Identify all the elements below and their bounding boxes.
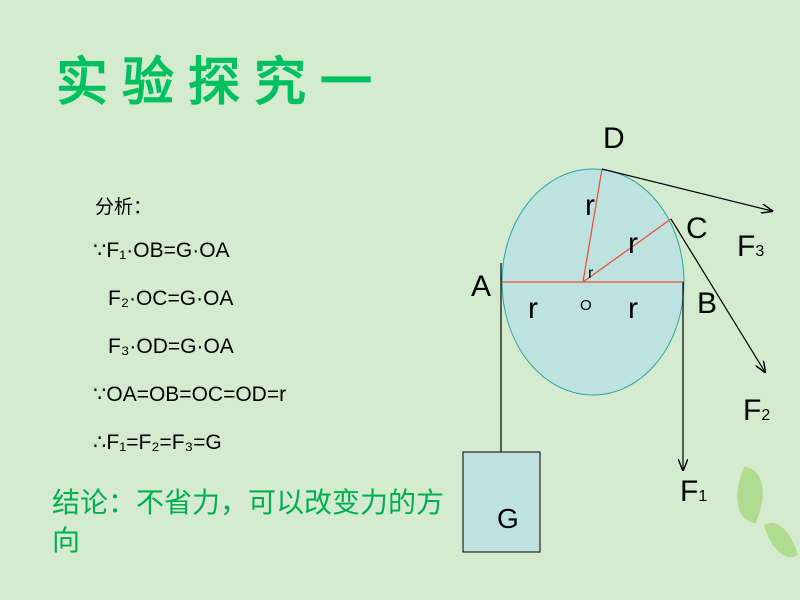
force-F1-label: F1 <box>680 475 707 508</box>
center-O: O <box>580 297 592 314</box>
analysis-line-3: F₃·OD=G·OA <box>108 335 234 358</box>
rope-F3 <box>601 168 772 211</box>
rope-F2 <box>670 218 765 372</box>
point-D: D <box>603 122 625 155</box>
radius-line-OD <box>582 168 603 283</box>
analysis-line-5: ∴F₁=F₂=F₃=G <box>93 431 222 454</box>
radius-label: r <box>588 265 594 282</box>
weight-box <box>462 451 541 553</box>
point-C: C <box>686 212 708 245</box>
slide-title: 实验探究一 <box>56 52 387 113</box>
point-A: A <box>471 270 491 303</box>
radius-label: r <box>528 292 538 325</box>
weight-label: G <box>497 503 519 534</box>
analysis-line-1: ∵F₁·OB=G·OA <box>93 239 230 262</box>
radius-label: r <box>585 189 595 222</box>
radius-line-OC <box>582 218 672 283</box>
point-B: B <box>697 287 717 320</box>
analysis-line-4: ∵OA=OB=OC=OD=r <box>93 383 287 406</box>
force-F2-label: F2 <box>743 394 770 427</box>
radius-label: r <box>628 292 638 325</box>
analysis-heading: 分析： <box>95 196 153 218</box>
conclusion-text: 结论：不省力，可以改变力的方向 <box>52 486 445 557</box>
radius-label: r <box>628 227 638 260</box>
force-F3-label: F3 <box>737 230 764 263</box>
analysis-line-2: F₂·OC=G·OA <box>108 287 234 310</box>
